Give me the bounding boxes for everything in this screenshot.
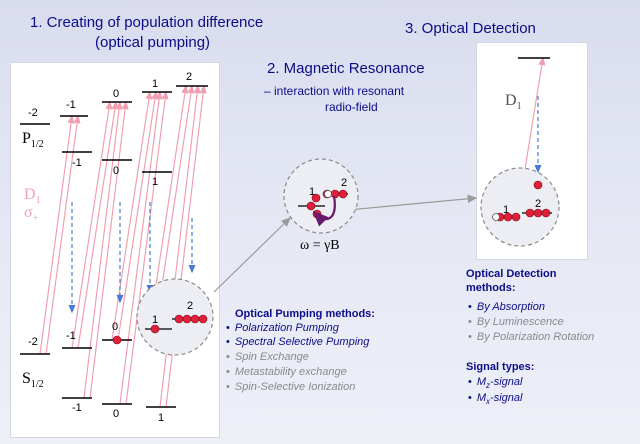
pumping-methods-title: Optical Pumping methods: (235, 308, 375, 320)
s-level-label: -1 (72, 402, 82, 414)
atom (174, 314, 184, 324)
s-level-label: 0 (112, 321, 119, 333)
sigma-plus-label: σ+ (24, 204, 39, 225)
signal-type-item: Mz-signal (468, 376, 523, 390)
p-level-label: 0 (113, 88, 120, 100)
pump-to-resonance-arrow (213, 217, 291, 293)
signal-type-item: Mx-signal (468, 392, 523, 406)
detection-circle-label: 1 (503, 204, 510, 216)
p-level-label: -1 (66, 99, 76, 111)
signal-types-title: Signal types: (466, 361, 535, 373)
energy-levels (20, 57, 550, 408)
detection-circle (480, 167, 560, 247)
pumping-heading-line1: 1. Creating of population difference (30, 14, 264, 31)
p-term-symbol: P1/2 (22, 130, 44, 151)
pumping-method-item: Spectral Selective Pumping (226, 336, 370, 348)
absorption-arrow (119, 90, 163, 405)
pumping-method-item: Spin Exchange (226, 351, 309, 363)
s-level-label: 1 (158, 412, 165, 424)
detection-method-item: By Polarization Rotation (468, 331, 594, 343)
d1-line-label: D1 (24, 186, 41, 207)
p-level-label: 2 (186, 71, 193, 83)
resonance-circle-label: 2 (341, 177, 348, 189)
resonance-circle (283, 158, 359, 234)
absorption-arrow (89, 100, 129, 399)
p-level-label: 0 (113, 165, 120, 177)
absorption-arrow (71, 100, 113, 349)
hollow-atom (492, 213, 500, 221)
larmor-equation: ω = γB (300, 238, 340, 253)
atom (338, 189, 348, 199)
atom (311, 193, 321, 203)
atom (182, 314, 192, 324)
atom (306, 201, 316, 211)
detection-d1-label: D1 (505, 92, 522, 113)
p-level-label: 1 (152, 176, 159, 188)
detection-circle-label: 2 (535, 198, 542, 210)
atom (190, 314, 200, 324)
absorption-arrow (39, 114, 75, 355)
p-level-label: -1 (72, 157, 82, 169)
atom (525, 208, 535, 218)
absorption-arrow (83, 100, 123, 399)
resonance-heading: 2. Magnetic Resonance (267, 60, 425, 77)
pumping-method-item: Polarization Pumping (226, 322, 339, 334)
resonance-to-detection-arrow (347, 194, 478, 211)
pumping-heading-line2: (optical pumping) (95, 34, 211, 51)
atom (541, 208, 551, 218)
p-level-label: -2 (28, 107, 38, 119)
detection-methods-title: methods: (466, 282, 516, 294)
decay-arrows (68, 96, 542, 314)
atom (198, 314, 208, 324)
resonance-subheading-line2: radio-field (325, 100, 378, 114)
atom (112, 335, 122, 345)
absorption-arrow (45, 114, 81, 355)
hollow-atom (324, 190, 332, 198)
absorption-arrow (125, 90, 169, 405)
atom (533, 180, 543, 190)
resonance-subheading-line1: – interaction with resonant (264, 84, 405, 98)
s-level-label: -1 (66, 330, 76, 342)
pumping-method-item: Spin-Selective Ionization (226, 381, 355, 393)
absorption-arrow (117, 90, 159, 341)
rf-transition-arrow (312, 195, 336, 227)
atom (150, 324, 160, 334)
detection-method-item: By Absorption (468, 301, 545, 313)
resonance-circle-label: 1 (309, 186, 316, 198)
pumping-method-item: Metastability exchange (226, 366, 347, 378)
s-term-symbol: S1/2 (22, 370, 44, 391)
detection-method-item: By Luminescence (468, 316, 564, 328)
pump-circle (136, 278, 214, 356)
atom (511, 212, 521, 222)
p-level-label: 1 (152, 78, 159, 90)
detection-methods-title: Optical Detection (466, 268, 557, 280)
absorption-arrow (77, 100, 119, 349)
s-level-label: 0 (113, 408, 120, 420)
detection-heading: 3. Optical Detection (405, 20, 536, 37)
pump-circle-label: 1 (152, 314, 159, 326)
pump-circle-label: 2 (187, 300, 194, 312)
atom (533, 208, 543, 218)
s-level-label: -2 (28, 336, 38, 348)
